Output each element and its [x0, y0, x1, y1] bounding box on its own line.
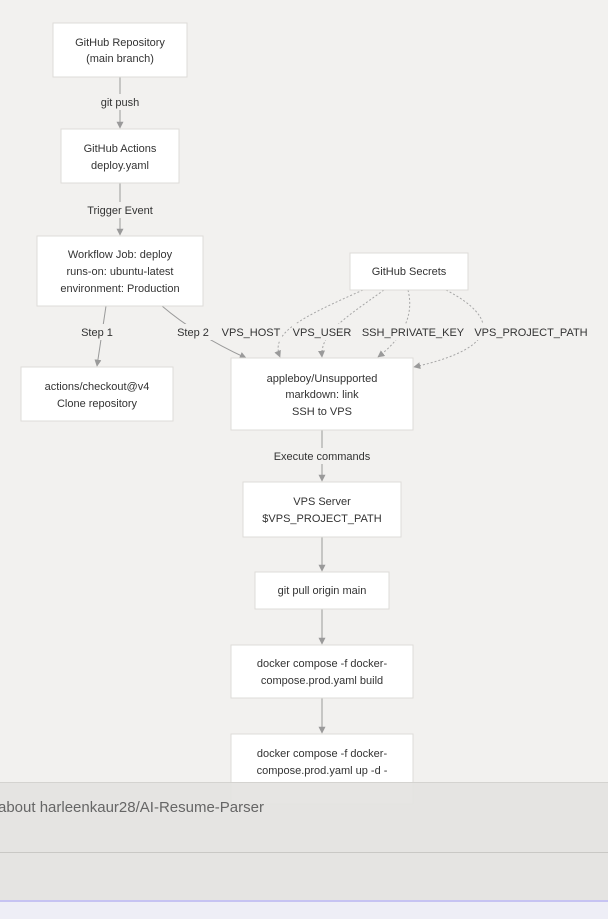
- edge-secret-user: [317, 289, 385, 358]
- svg-text:GitHub Secrets: GitHub Secrets: [372, 266, 447, 278]
- svg-text:(main branch): (main branch): [86, 53, 154, 65]
- svg-text:actions/checkout@v4: actions/checkout@v4: [45, 381, 150, 393]
- svg-text:Execute commands: Execute commands: [274, 451, 371, 463]
- edge-label-git-push: git push: [96, 94, 144, 110]
- edge-secret-host: [274, 289, 364, 358]
- svg-text:Workflow Job: deploy: Workflow Job: deploy: [68, 249, 173, 261]
- svg-text:compose.prod.yaml build: compose.prod.yaml build: [261, 675, 383, 687]
- svg-text:git push: git push: [101, 97, 140, 109]
- edge-label-vps-user: VPS_USER: [292, 324, 352, 340]
- node-github-repository: GitHub Repository (main branch): [52, 22, 188, 78]
- node-actions-checkout: actions/checkout@v4 Clone repository: [20, 366, 174, 422]
- svg-text:docker compose -f docker-: docker compose -f docker-: [257, 658, 388, 670]
- svg-text:$VPS_PROJECT_PATH: $VPS_PROJECT_PATH: [262, 513, 381, 525]
- node-git-pull: git pull origin main: [254, 571, 390, 610]
- svg-text:appleboy/Unsupported: appleboy/Unsupported: [267, 373, 378, 385]
- edge-label-step-1: Step 1: [78, 324, 116, 340]
- svg-text:SSH to VPS: SSH to VPS: [292, 406, 352, 418]
- bottom-accent-bar: [0, 900, 608, 919]
- edge-label-ssh-private-key: SSH_PRIVATE_KEY: [361, 324, 465, 340]
- edge-label-trigger-event: Trigger Event: [84, 202, 156, 218]
- node-github-actions: GitHub Actions deploy.yaml: [60, 128, 180, 184]
- node-workflow-job: Workflow Job: deploy runs-on: ubuntu-lat…: [36, 235, 204, 307]
- edge-label-vps-project-path: VPS_PROJECT_PATH: [474, 324, 590, 340]
- svg-text:Clone repository: Clone repository: [57, 398, 138, 410]
- svg-text:runs-on: ubuntu-latest: runs-on: ubuntu-latest: [66, 266, 173, 278]
- svg-text:VPS_HOST: VPS_HOST: [222, 327, 281, 339]
- svg-text:VPS_USER: VPS_USER: [293, 327, 352, 339]
- svg-text:git pull origin main: git pull origin main: [278, 585, 367, 597]
- svg-text:markdown: link: markdown: link: [285, 389, 359, 401]
- svg-text:docker compose -f docker-: docker compose -f docker-: [257, 748, 388, 760]
- node-docker-build: docker compose -f docker- compose.prod.y…: [230, 644, 414, 699]
- ask-repo-text: about harleenkaur28/AI-Resume-Parser: [0, 799, 264, 816]
- svg-text:VPS_PROJECT_PATH: VPS_PROJECT_PATH: [474, 327, 587, 339]
- svg-text:VPS Server: VPS Server: [293, 496, 351, 508]
- svg-text:GitHub Repository: GitHub Repository: [75, 37, 165, 49]
- svg-text:Trigger Event: Trigger Event: [87, 205, 153, 217]
- svg-text:GitHub Actions: GitHub Actions: [84, 143, 157, 155]
- edge-label-execute-commands: Execute commands: [270, 448, 374, 464]
- node-github-secrets: GitHub Secrets: [349, 252, 469, 291]
- node-appleboy-ssh: appleboy/Unsupported markdown: link SSH …: [230, 357, 414, 431]
- svg-text:deploy.yaml: deploy.yaml: [91, 160, 149, 172]
- svg-text:Step 1: Step 1: [81, 327, 113, 339]
- svg-text:Step 2: Step 2: [177, 327, 209, 339]
- ask-header[interactable]: about harleenkaur28/AI-Resume-Parser: [0, 783, 608, 853]
- edge-labels: git push Trigger Event Step 1 Step 2 VPS…: [78, 94, 590, 464]
- ask-overlay: about harleenkaur28/AI-Resume-Parser: [0, 782, 608, 901]
- svg-text:environment: Production: environment: Production: [60, 283, 179, 295]
- ask-input-area[interactable]: [0, 853, 608, 901]
- svg-text:compose.prod.yaml up -d -: compose.prod.yaml up -d -: [257, 765, 388, 777]
- edge-label-vps-host: VPS_HOST: [220, 324, 282, 340]
- edge-label-step-2: Step 2: [173, 324, 213, 340]
- node-vps-server: VPS Server $VPS_PROJECT_PATH: [242, 481, 402, 538]
- svg-text:SSH_PRIVATE_KEY: SSH_PRIVATE_KEY: [362, 327, 465, 339]
- edge-secret-key: [377, 289, 411, 358]
